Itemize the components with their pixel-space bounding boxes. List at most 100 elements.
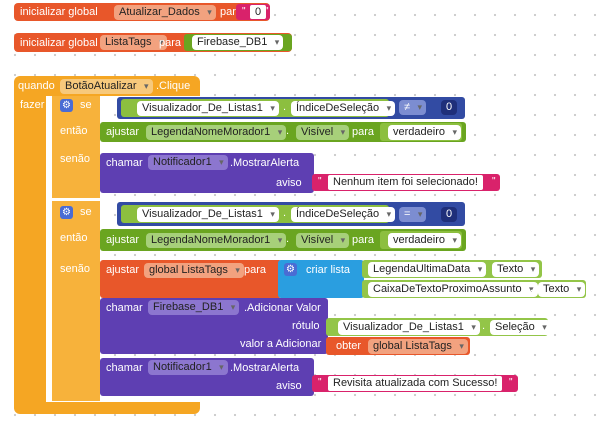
operator-dropdown[interactable]: ≠ — [399, 100, 427, 115]
component-dropdown[interactable]: BotãoAtualizar — [60, 79, 153, 94]
init-keyword: inicializar global — [20, 6, 98, 18]
component-block[interactable]: Firebase_DB1 — [184, 34, 292, 51]
set-global-block[interactable]: ajustar global ListaTags para — [100, 260, 282, 298]
text-value[interactable]: Revisita atualizada com Sucesso! — [328, 376, 503, 391]
component-dropdown[interactable]: CaixaDeTextoProximoAssunto — [368, 282, 538, 297]
dot-label: . — [530, 282, 534, 294]
quote-icon: " — [318, 176, 322, 187]
set-property-block[interactable]: ajustar LegendaNomeMorador1 . Visível pa… — [100, 122, 466, 142]
property-getter[interactable]: Visualizador_De_Listas1 . ÍndiceDeSeleçã… — [121, 99, 396, 117]
component-dropdown[interactable]: LegendaNomeMorador1 — [146, 233, 287, 248]
ajustar-label: ajustar — [106, 234, 140, 246]
property-getter[interactable]: Visualizador_De_Listas1 . ÍndiceDeSeleçã… — [121, 205, 396, 223]
chamar-label: chamar — [106, 157, 143, 169]
property-dropdown[interactable]: Texto — [492, 262, 540, 277]
gear-icon[interactable]: ⚙ — [284, 263, 297, 276]
quote-icon: " — [265, 6, 269, 17]
variable-dropdown[interactable]: global ListaTags — [144, 263, 244, 278]
property-getter[interactable]: CaixaDeTextoProximoAssunto . Texto — [362, 280, 586, 298]
gear-icon[interactable]: ⚙ — [60, 206, 73, 219]
make-list-block[interactable]: ⚙ criar lista — [278, 260, 364, 298]
number-field[interactable]: 0 — [441, 100, 458, 115]
event-footer — [14, 402, 200, 414]
para-label: para — [244, 264, 267, 276]
init-keyword: inicializar global — [20, 37, 98, 49]
make-list-label: criar lista — [306, 264, 351, 276]
compare-block[interactable]: Visualizador_De_Listas1 . ÍndiceDeSeleçã… — [117, 97, 465, 119]
se-label: se — [80, 99, 92, 111]
valor-label: valor a Adicionar — [240, 338, 322, 350]
call-notifier-alert[interactable]: chamar Notificador1 .MostrarAlerta aviso — [100, 153, 314, 193]
event-body-rail — [14, 96, 46, 406]
component-dropdown[interactable]: LegendaUltimaData — [368, 262, 487, 277]
set-property-block[interactable]: ajustar LegendaNomeMorador1 . Visível pa… — [100, 229, 466, 251]
senao-label: senão — [60, 153, 90, 165]
component-dropdown[interactable]: Firebase_DB1 — [192, 35, 284, 50]
property-getter[interactable]: Visualizador_De_Listas1 . Seleção — [326, 318, 551, 336]
text-block[interactable]: " Nenhum item foi selecionado! " — [312, 174, 500, 191]
dot-label: . — [283, 101, 287, 113]
method-label: .MostrarAlerta — [230, 362, 300, 374]
component-dropdown[interactable]: LegendaNomeMorador1 — [146, 125, 287, 140]
ajustar-label: ajustar — [106, 126, 140, 138]
event-name: .Clique — [156, 80, 191, 92]
method-label: .MostrarAlerta — [230, 157, 300, 169]
dot-label: . — [484, 262, 488, 274]
boolean-dropdown[interactable]: verdadeiro — [388, 233, 461, 248]
boolean-dropdown[interactable]: verdadeiro — [388, 125, 461, 140]
component-dropdown[interactable]: Visualizador_De_Listas1 — [137, 207, 279, 222]
property-dropdown[interactable]: Texto — [538, 282, 586, 297]
chamar-label: chamar — [106, 362, 143, 374]
quote-icon: " — [242, 6, 246, 17]
call-firebase-add-value[interactable]: chamar Firebase_DB1 .Adicionar Valor rót… — [100, 298, 328, 354]
obter-label: obter — [336, 340, 362, 352]
quando-label: quando — [18, 80, 55, 92]
component-dropdown[interactable]: Notificador1 — [148, 360, 228, 375]
var-name-field[interactable]: ListaTags — [100, 35, 168, 50]
component-dropdown[interactable]: Visualizador_De_Listas1 — [137, 101, 279, 116]
property-dropdown[interactable]: Visível — [296, 233, 350, 248]
boolean-block[interactable]: verdadeiro — [380, 123, 462, 141]
number-block[interactable]: " 0 " — [236, 4, 270, 20]
entao-label: então — [60, 232, 88, 244]
number-value[interactable]: 0 — [250, 5, 267, 19]
dot-label: . — [482, 320, 486, 332]
property-dropdown[interactable]: ÍndiceDeSeleção — [291, 207, 396, 222]
number-field[interactable]: 0 — [441, 207, 458, 222]
compare-block[interactable]: Visualizador_De_Listas1 . ÍndiceDeSeleçã… — [117, 202, 465, 226]
aviso-label: aviso — [276, 380, 302, 392]
senao-label: senão — [60, 263, 90, 275]
property-dropdown[interactable]: Visível — [296, 125, 350, 140]
quote-icon: " — [492, 176, 496, 187]
call-notifier-alert[interactable]: chamar Notificador1 .MostrarAlerta aviso — [100, 358, 314, 396]
gear-icon[interactable]: ⚙ — [60, 99, 73, 112]
quote-icon: " — [509, 377, 513, 388]
para-label: para — [159, 37, 182, 49]
event-handler-botao-atualizar[interactable]: quando BotãoAtualizar .Clique — [14, 76, 200, 96]
para-label: para — [352, 234, 375, 246]
property-dropdown[interactable]: Seleção — [490, 320, 551, 335]
entao-label: então — [60, 125, 88, 137]
component-dropdown[interactable]: Notificador1 — [148, 155, 228, 170]
init-global-atualizar-dados[interactable]: inicializar global Atualizar_Dados para … — [14, 3, 270, 21]
property-dropdown[interactable]: ÍndiceDeSeleção — [291, 101, 396, 116]
component-dropdown[interactable]: Visualizador_De_Listas1 — [338, 320, 480, 335]
init-global-lista-tags[interactable]: inicializar global ListaTags para Fireba… — [14, 33, 292, 52]
text-value[interactable]: Nenhum item foi selecionado! — [328, 175, 483, 190]
aviso-label: aviso — [276, 177, 302, 189]
get-variable-block[interactable]: obter global ListaTags — [326, 337, 470, 355]
component-dropdown[interactable]: Firebase_DB1 — [148, 300, 240, 315]
text-block[interactable]: " Revisita atualizada com Sucesso! " — [312, 375, 518, 392]
if-block-1[interactable]: ⚙ se então senão — [52, 96, 100, 198]
variable-dropdown[interactable]: global ListaTags — [368, 339, 468, 354]
if-block-2[interactable]: ⚙ se então senão — [52, 201, 100, 401]
var-name-field[interactable]: Atualizar_Dados — [114, 5, 216, 20]
se-label: se — [80, 206, 92, 218]
chamar-label: chamar — [106, 302, 143, 314]
ajustar-label: ajustar — [106, 264, 140, 276]
para-label: para — [352, 126, 375, 138]
method-label: .Adicionar Valor — [244, 302, 321, 314]
property-getter[interactable]: LegendaUltimaData . Texto — [362, 260, 542, 278]
operator-dropdown[interactable]: = — [399, 207, 427, 222]
boolean-block[interactable]: verdadeiro — [380, 231, 462, 249]
